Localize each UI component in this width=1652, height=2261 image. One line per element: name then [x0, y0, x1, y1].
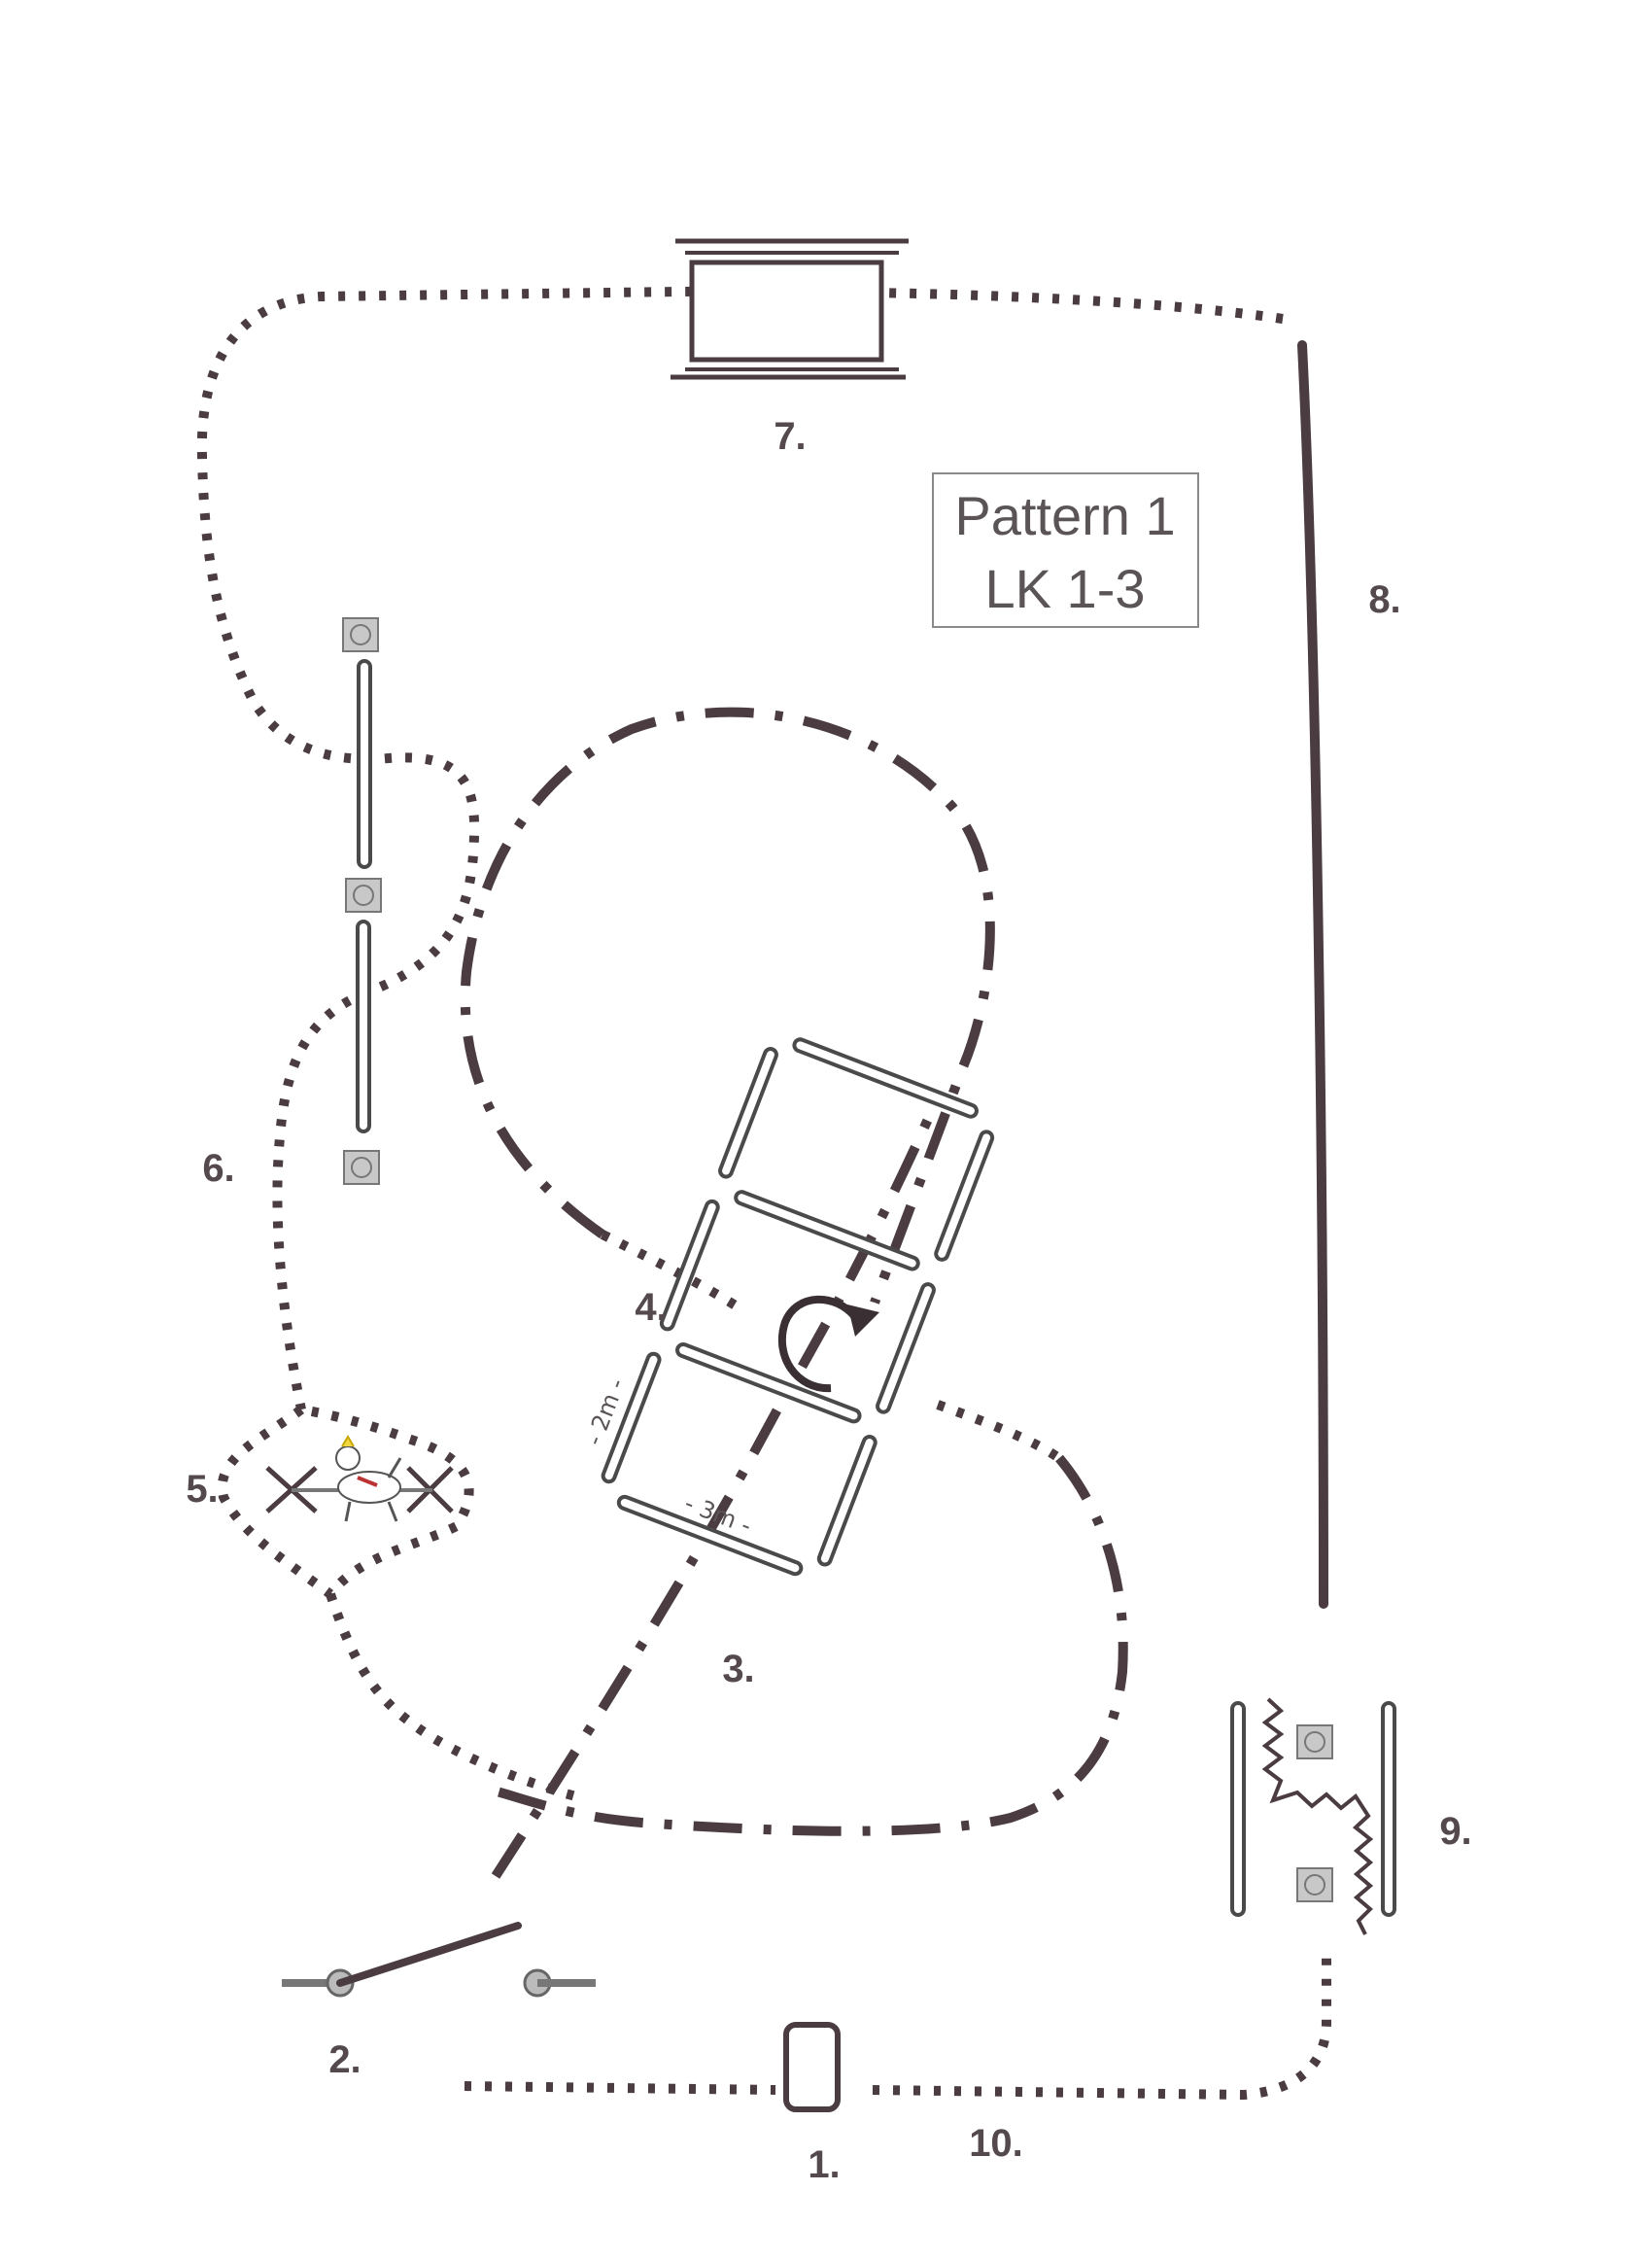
obstacle-9-zigzag	[1230, 1697, 1396, 1935]
label-1: 1.	[808, 2143, 840, 2186]
cone-icon	[342, 617, 379, 652]
pole-grid-long	[734, 1190, 920, 1271]
title-line-2: LK 1-3	[985, 558, 1146, 619]
obstacle-8-line	[1297, 340, 1328, 1609]
pole-grid-long	[675, 1342, 862, 1424]
pole-grid-long	[616, 1494, 804, 1577]
route-dotted-4-exit	[936, 1400, 1062, 1463]
obstacle-6-poles	[342, 617, 382, 1185]
label-3: 3.	[722, 1648, 754, 1690]
pole-grid-short	[601, 1351, 662, 1484]
obstacle-2-gate	[282, 1922, 596, 1998]
route-dotted-bottom-right	[872, 1954, 1331, 2101]
label-7: 7.	[774, 415, 806, 458]
title-line-1: Pattern 1	[954, 485, 1175, 546]
pole-6-upper	[357, 659, 372, 869]
route-dotted-lower	[326, 1592, 585, 1803]
pole-9-right	[1381, 1701, 1396, 1917]
route-dashdot-lower	[484, 1454, 1128, 1836]
route-dotted-4-entry	[600, 1230, 741, 1312]
label-6: 6.	[202, 1147, 234, 1190]
obstacle-7-tunnel	[671, 238, 909, 380]
pole-grid-short	[934, 1130, 995, 1262]
label-9: 9.	[1439, 1810, 1471, 1853]
pole-grid-long	[792, 1037, 979, 1119]
pole-grid-short	[718, 1047, 778, 1179]
pole-grid-short	[659, 1199, 720, 1332]
pole-9-left	[1230, 1701, 1246, 1917]
route-dotted-bottom-left	[464, 2081, 776, 2095]
route-dotted-top	[196, 286, 1284, 1410]
title-box: Pattern 1 LK 1-3	[932, 472, 1199, 628]
cone-icon	[1296, 1724, 1333, 1759]
cone-icon	[343, 1150, 380, 1185]
route-dashdot-diagonal	[491, 1105, 938, 1879]
label-8: 8.	[1368, 578, 1400, 621]
pole-grid-short	[816, 1435, 878, 1567]
route-dotted-5	[217, 1405, 474, 1601]
label-4: 4.	[635, 1286, 667, 1329]
label-2: 2.	[328, 2038, 361, 2081]
cone-icon	[1296, 1867, 1333, 1902]
cone-icon	[345, 878, 382, 913]
obstacle-3-4-pole-grid: - 2m - - 3m -	[580, 1037, 995, 1577]
obstacle-1-start-box	[783, 2022, 841, 2112]
pole-grid-short	[876, 1282, 936, 1414]
route-dashdot-upper	[460, 707, 995, 1304]
label-5: 5.	[186, 1468, 218, 1511]
rotate-arrow-icon	[777, 1295, 879, 1393]
label-10: 10.	[969, 2122, 1023, 2165]
obstacle-5-cross	[265, 1435, 454, 1522]
pole-6-lower	[356, 920, 371, 1133]
dog-icon	[335, 1435, 402, 1522]
